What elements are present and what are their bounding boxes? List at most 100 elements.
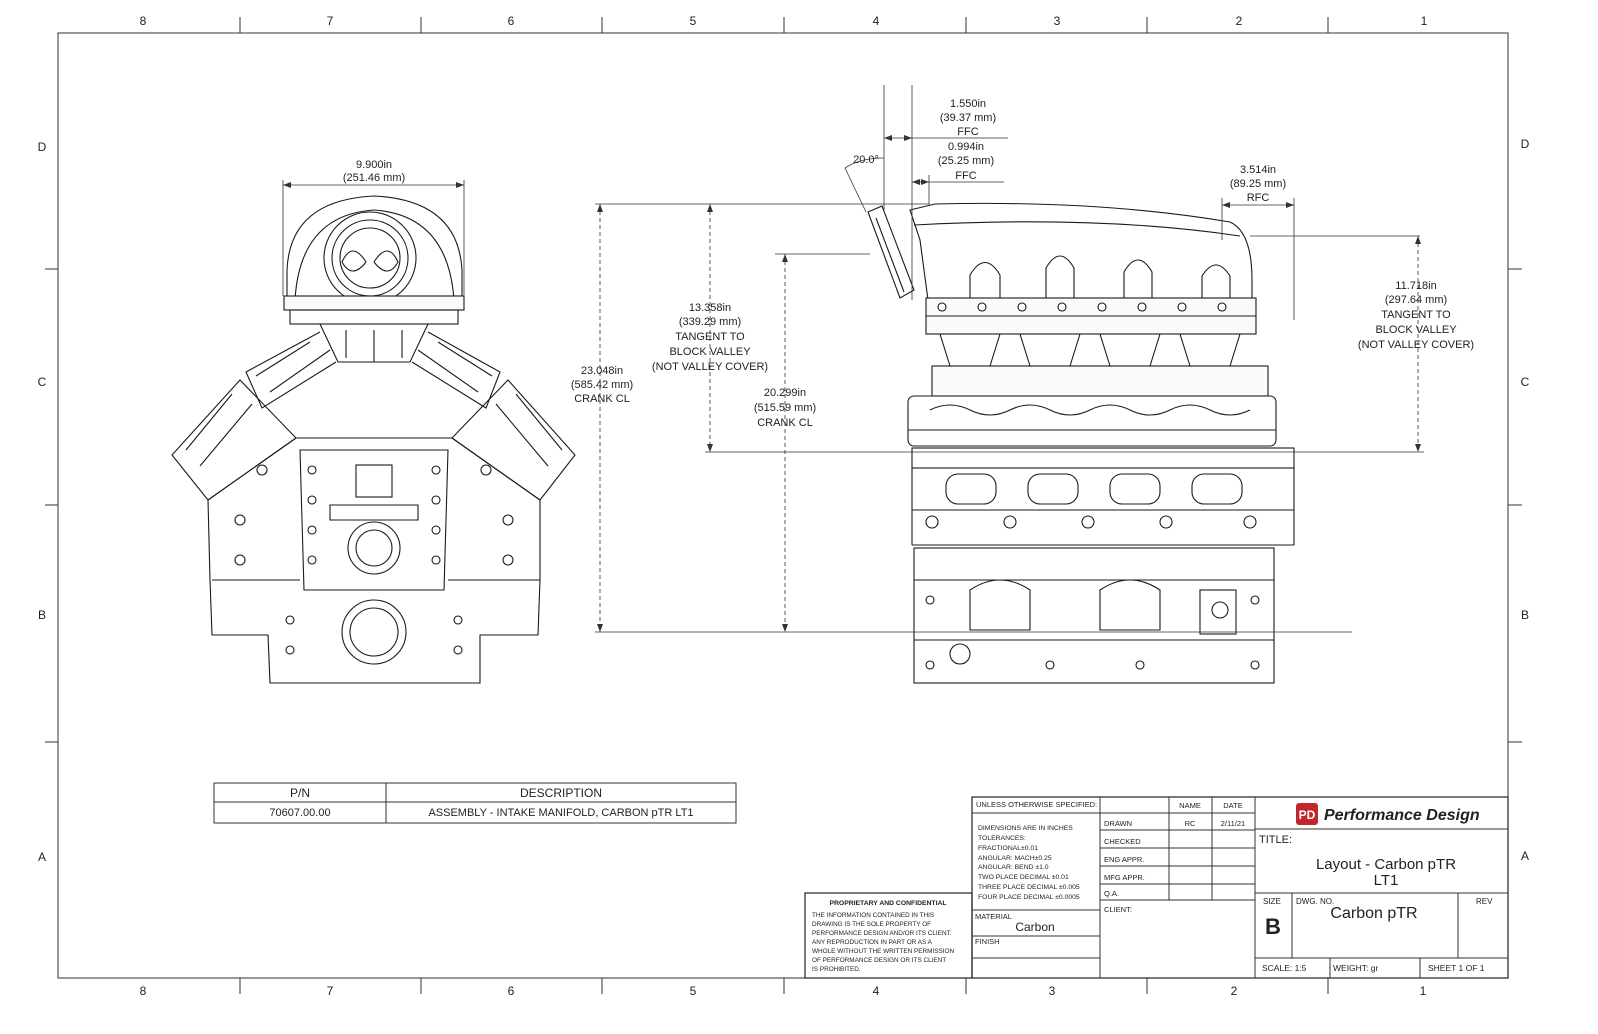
zone-left-a: A: [38, 850, 46, 864]
engine-front-view: [171, 195, 576, 684]
zone-top-2: 2: [1236, 14, 1243, 28]
dim-valley-in: 13.358in: [689, 302, 731, 314]
tb-material-value: Carbon: [1015, 920, 1054, 934]
tb-role-drawn: DRAWN: [1104, 819, 1132, 828]
dim-rfc-mm: (89.25 mm): [1230, 178, 1286, 190]
zone-top-4: 4: [873, 14, 880, 28]
tb-tol-5: TWO PLACE DECIMAL ±0.01: [978, 874, 1069, 881]
tb-title-label: TITLE:: [1259, 834, 1292, 846]
zone-left-d: D: [38, 140, 47, 154]
tb-rev-label: REV: [1476, 897, 1493, 906]
tb-size-value: B: [1265, 914, 1281, 939]
tb-tol-0: DIMENSIONS ARE IN INCHES: [978, 825, 1073, 832]
parts-cell-pn: 70607.00.00: [269, 807, 330, 819]
zone-right-b: B: [1521, 608, 1529, 622]
company-logo: PD Performance Design: [1296, 803, 1480, 825]
zone-bottom-1: 1: [1420, 984, 1427, 998]
parts-header-pn: P/N: [290, 786, 310, 800]
dim-valley-mm: (339.29 mm): [679, 316, 741, 328]
tb-scale: SCALE: 1:5: [1262, 963, 1307, 973]
tb-prop-1: DRAWING IS THE SOLE PROPERTY OF: [812, 921, 931, 928]
dim-rfc-in: 3.514in: [1240, 164, 1276, 176]
tb-size-label: SIZE: [1263, 897, 1281, 906]
dim-valley-l2: BLOCK VALLEY: [669, 346, 751, 358]
tb-prop-3: ANY REPRODUCTION IN PART OR AS A: [812, 939, 933, 946]
zone-bottom-5: 5: [690, 984, 697, 998]
side-view-dimensions: [595, 85, 1424, 633]
dim-crank-label: CRANK CL: [574, 393, 630, 405]
dim-valley-r-l3: (NOT VALLEY COVER): [1358, 339, 1474, 351]
tb-weight: WEIGHT: gr: [1333, 963, 1379, 973]
tb-drawn-date: 2/11/21: [1221, 819, 1245, 828]
dim-valley-r-l2: BLOCK VALLEY: [1375, 324, 1457, 336]
tb-proprietary-title: PROPRIETARY AND CONFIDENTIAL: [829, 900, 946, 907]
tb-dwg-value: Carbon pTR: [1330, 905, 1417, 922]
dim-valley-r-mm: (297.64 mm): [1385, 294, 1447, 306]
tb-role-qa: Q.A.: [1104, 889, 1119, 898]
tb-dwg-label: DWG. NO.: [1296, 897, 1334, 906]
tb-tol-2: FRACTIONAL±0.01: [978, 845, 1038, 852]
tb-title-line1: Layout - Carbon pTR: [1316, 856, 1456, 873]
zone-right-d: D: [1521, 137, 1530, 151]
tb-prop-2: PERFORMANCE DESIGN AND/OR ITS CLIENT.: [812, 930, 952, 937]
tb-prop-5: OF PERFORMANCE DESIGN OR ITS CLIENT: [812, 957, 946, 964]
tb-sheet: SHEET 1 OF 1: [1428, 963, 1485, 973]
zone-bottom-2: 2: [1231, 984, 1238, 998]
tb-finish-label: FINISH: [975, 937, 1000, 946]
tb-prop-0: THE INFORMATION CONTAINED IN THIS: [812, 912, 934, 919]
dim-ffc-2-label: FFC: [955, 170, 976, 182]
dim-angle: 20.0°: [853, 154, 879, 166]
tb-prop-4: WHOLE WITHOUT THE WRITTEN PERMISSION: [812, 948, 955, 955]
dim-crank2-label: CRANK CL: [757, 417, 813, 429]
dim-valley-l3: (NOT VALLEY COVER): [652, 361, 768, 373]
company-name: Performance Design: [1324, 807, 1480, 824]
tb-col-name: NAME: [1179, 801, 1201, 810]
tb-unless: UNLESS OTHERWISE SPECIFIED:: [976, 800, 1097, 809]
zone-bottom-4: 4: [873, 984, 880, 998]
zone-top-7: 7: [327, 14, 334, 28]
dim-front-width: 9.900in (251.46 mm): [282, 159, 465, 296]
dim-ffc-1-mm: (39.37 mm): [940, 112, 996, 124]
dim-rfc-label: RFC: [1247, 192, 1270, 204]
tb-role-eng: ENG APPR.: [1104, 855, 1144, 864]
dim-crank2-in: 20.299in: [764, 387, 806, 399]
parts-table: P/N DESCRIPTION 70607.00.00 ASSEMBLY - I…: [213, 782, 737, 824]
dim-ffc-1-label: FFC: [957, 126, 978, 138]
title-block: UNLESS OTHERWISE SPECIFIED: NAME DATE DI…: [804, 796, 1509, 979]
tb-tol-7: FOUR PLACE DECIMAL ±0.0005: [978, 894, 1080, 901]
zone-top-1: 1: [1421, 14, 1428, 28]
dim-valley-r-l1: TANGENT TO: [1381, 309, 1451, 321]
parts-cell-desc: ASSEMBLY - INTAKE MANIFOLD, CARBON pTR L…: [428, 807, 693, 819]
dim-ffc-1-in: 1.550in: [950, 98, 986, 110]
zone-bottom-7: 7: [327, 984, 334, 998]
zone-top-8: 8: [140, 14, 147, 28]
zone-top-3: 3: [1054, 14, 1061, 28]
dim-crank-in: 23.048in: [581, 365, 623, 377]
dim-valley-l1: TANGENT TO: [675, 331, 745, 343]
zone-bottom-8: 8: [140, 984, 147, 998]
zone-right-a: A: [1521, 849, 1529, 863]
zone-bottom-6: 6: [508, 984, 515, 998]
dim-front-width-in: 9.900in: [356, 159, 392, 171]
dim-crank-mm: (585.42 mm): [571, 379, 633, 391]
tb-title-line2: LT1: [1374, 872, 1399, 889]
tb-tol-1: TOLERANCES:: [978, 835, 1026, 842]
tb-role-mfg: MFG APPR.: [1104, 873, 1145, 882]
dim-ffc-2-in: 0.994in: [948, 141, 984, 153]
tb-col-date: DATE: [1223, 801, 1242, 810]
engine-side-view: [867, 202, 1295, 684]
dim-valley-r-in: 11.718in: [1395, 280, 1436, 292]
tb-drawn-name: RC: [1185, 819, 1196, 828]
zone-left-b: B: [38, 608, 46, 622]
tb-material-label: MATERIAL: [975, 912, 1012, 921]
tb-tol-3: ANGULAR: MACH±0.25: [978, 855, 1052, 862]
parts-header-desc: DESCRIPTION: [520, 786, 602, 800]
logo-mark: PD: [1299, 808, 1316, 822]
zone-top-6: 6: [508, 14, 515, 28]
tb-client: CLIENT:: [1104, 905, 1132, 914]
drawing-frame: 8 7 6 5 4 3 2 1 8 7 6 5 4 3 2 1 D C B A …: [38, 14, 1530, 998]
tb-prop-6: IS PROHIBITED.: [812, 966, 861, 973]
dim-front-width-mm: (251.46 mm): [343, 172, 405, 184]
zone-top-5: 5: [690, 14, 697, 28]
